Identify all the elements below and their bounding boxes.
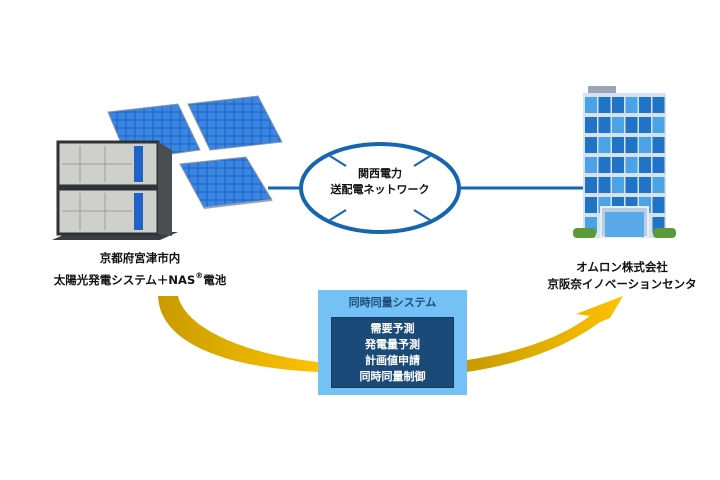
network-label-line1: 関西電力 bbox=[358, 167, 402, 180]
network-label-line2: 送配電ネットワーク bbox=[330, 183, 430, 196]
building-window bbox=[639, 117, 651, 133]
building-window bbox=[652, 197, 665, 213]
building-window bbox=[585, 97, 597, 113]
building-window bbox=[585, 157, 597, 173]
left-site-line2-suffix: 電池 bbox=[203, 273, 227, 287]
building-window bbox=[652, 157, 665, 173]
building-window bbox=[625, 97, 638, 113]
building-window bbox=[639, 137, 651, 153]
building-window bbox=[625, 137, 638, 153]
registered-mark: ® bbox=[195, 271, 204, 280]
power-network-ellipse bbox=[299, 142, 461, 234]
control-system-functions: 需要予測 発電量予測 計画値申請 同時同量制御 bbox=[331, 317, 454, 388]
function-item: 発電量予測 bbox=[365, 338, 420, 351]
building-window bbox=[652, 137, 665, 153]
left-site-line2-prefix: 太陽光発電システム＋NAS bbox=[53, 273, 196, 287]
nas-battery-icon bbox=[52, 140, 178, 240]
building-window bbox=[612, 137, 624, 153]
left-site-line1: 京都府宮津市内 bbox=[99, 251, 181, 265]
building-window bbox=[639, 177, 651, 193]
building-window bbox=[598, 117, 611, 133]
building-window bbox=[585, 177, 597, 193]
left-site-line2: 太陽光発電システム＋NAS®電池 bbox=[20, 267, 260, 289]
building-window bbox=[612, 157, 624, 173]
building-window bbox=[612, 97, 624, 113]
control-system-title: 同時同量システム bbox=[348, 296, 437, 309]
building-window bbox=[612, 117, 624, 133]
office-building-icon bbox=[573, 86, 676, 238]
building-window bbox=[639, 97, 651, 113]
building-window bbox=[652, 177, 665, 193]
function-item: 計画値申請 bbox=[365, 354, 420, 367]
flow-arrow-icon bbox=[158, 296, 623, 372]
building-window bbox=[652, 117, 665, 133]
building-window bbox=[598, 137, 611, 153]
building-window bbox=[639, 157, 651, 173]
left-site-label: 京都府宮津市内 太陽光発電システム＋NAS®電池 bbox=[20, 250, 260, 289]
building-window bbox=[625, 117, 638, 133]
building-window bbox=[585, 117, 597, 133]
building-window bbox=[598, 157, 611, 173]
building-window bbox=[652, 97, 665, 113]
control-system-box: 同時同量システム 需要予測 発電量予測 計画値申請 同時同量制御 bbox=[318, 290, 467, 395]
building-window bbox=[612, 177, 624, 193]
building-window bbox=[625, 177, 638, 193]
function-item: 同時同量制御 bbox=[359, 370, 426, 383]
building-window bbox=[625, 157, 638, 173]
building-window bbox=[585, 197, 597, 213]
building-window bbox=[598, 177, 611, 193]
network-label: 関西電力 送配電ネットワーク bbox=[310, 166, 450, 198]
right-site-label: オムロン株式会社 京阪奈イノベーションセンタ bbox=[532, 259, 712, 293]
right-site-line2: 京阪奈イノベーションセンタ bbox=[547, 277, 697, 291]
function-item: 需要予測 bbox=[370, 322, 415, 335]
right-site-line1: オムロン株式会社 bbox=[576, 260, 668, 274]
building-window bbox=[598, 97, 611, 113]
building-window bbox=[585, 137, 597, 153]
